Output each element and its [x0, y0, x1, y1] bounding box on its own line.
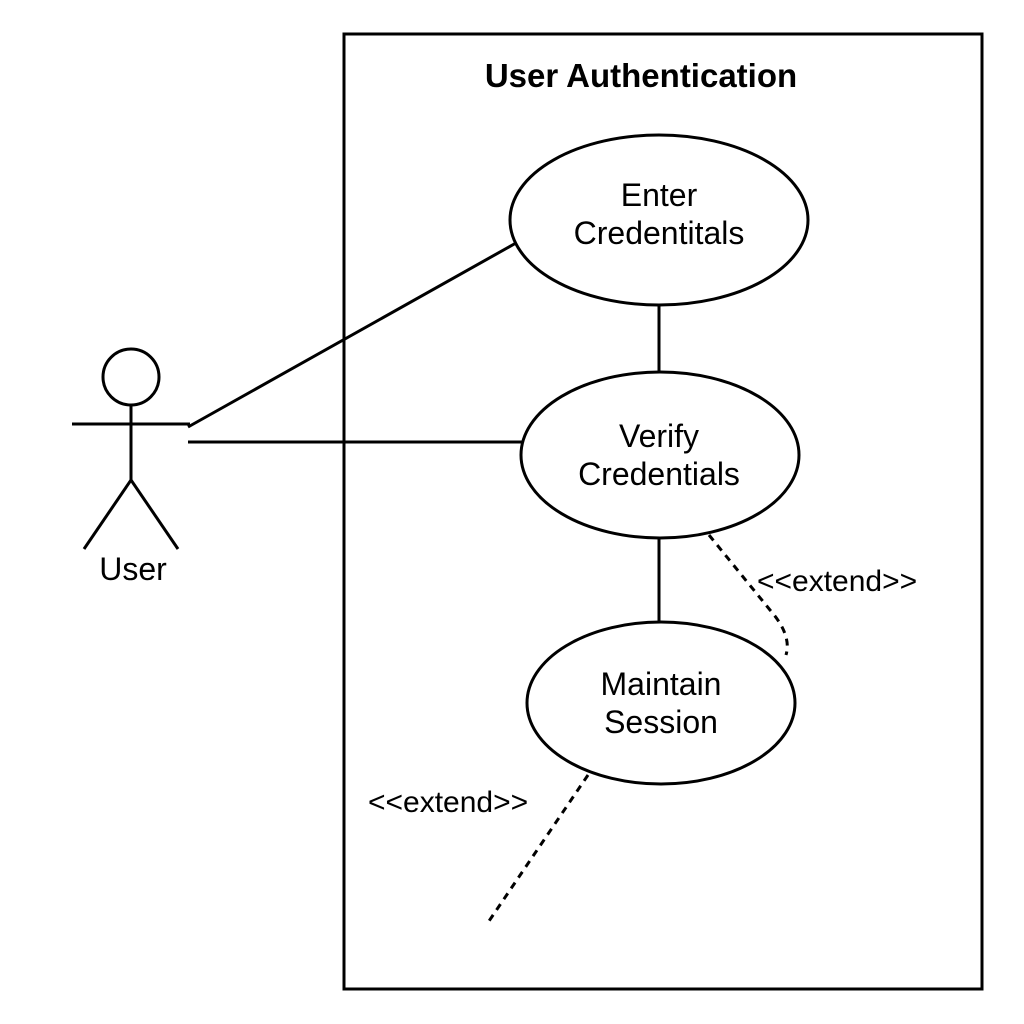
actor-right-leg [129, 479, 180, 550]
use-case-enter-credentials-line1: Enter [621, 177, 698, 213]
association-user-enter-credentials [187, 241, 517, 429]
use-case-enter-credentials-line2: Credentitals [574, 215, 745, 251]
use-case-verify-credentials-line2: Credentials [578, 456, 740, 492]
actor-user[interactable]: User [72, 347, 190, 587]
extend-relation-maintain-outgoing [485, 774, 590, 925]
system-boundary [342, 32, 984, 991]
actor-head-icon [101, 347, 161, 407]
use-case-verify-credentials[interactable]: Verify Credentials [519, 370, 801, 540]
actor-left-leg [82, 479, 133, 550]
extend-label-2: <<extend>> [368, 786, 528, 819]
extend-relation-verify-maintain [707, 534, 789, 656]
use-case-enter-credentials[interactable]: Enter Credentitals [508, 133, 810, 307]
system-title: User Authentication [485, 57, 797, 94]
use-case-verify-credentials-shape [519, 370, 801, 540]
use-case-maintain-session-line2: Session [604, 704, 718, 740]
use-case-enter-credentials-shape [508, 133, 810, 307]
use-case-maintain-session-shape [525, 620, 797, 786]
use-case-verify-credentials-line1: Verify [619, 418, 699, 454]
actor-name: User [99, 551, 167, 587]
use-case-maintain-session[interactable]: Maintain Session [525, 620, 797, 786]
use-case-maintain-session-line1: Maintain [601, 666, 722, 702]
extend-label-1: <<extend>> [757, 565, 917, 598]
